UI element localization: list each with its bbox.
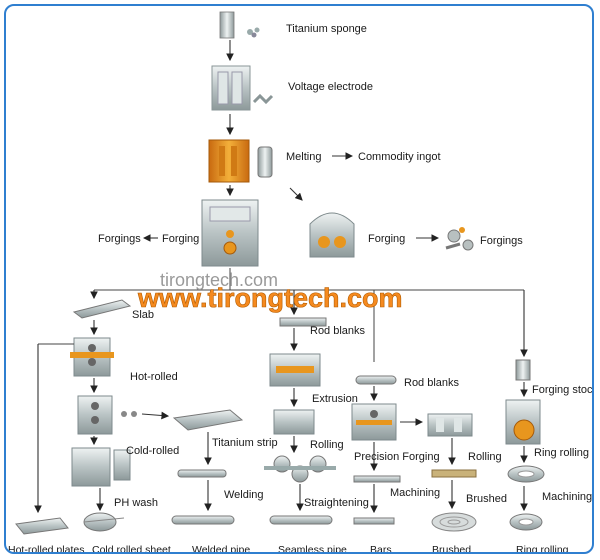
label-forgings-right: Forgings [480,235,523,247]
forging-press-icon [201,199,259,267]
watermark-grey: tirongtech.com [160,270,278,290]
label-straightening: Straightening [304,497,369,509]
label-welded-pipe: Welded pipe [192,544,250,554]
label-hot-rolled: Hot-rolled [130,371,178,383]
label-cold-rolled-sheet: Cold rolled sheet [92,544,171,554]
brushed-bar-icon [431,469,477,478]
diagram-frame: Titanium sponge Voltage electrode Meltin… [4,4,594,554]
bars-icon [353,517,395,525]
label-commodity-ingot: Commodity ingot [358,151,441,163]
label-voltage-electrode: Voltage electrode [288,81,373,93]
rod-blanks-top-icon [279,317,327,327]
label-rolling-mid: Rolling [310,439,344,451]
titanium-process-flow-diagram: Titanium sponge Voltage electrode Meltin… [8,11,594,554]
forgings-parts-icon [445,227,474,251]
rolling-mill-right-icon [427,413,473,437]
forging-machine-right-icon [309,212,355,258]
slab-icon [72,299,132,319]
label-precision-forging: Precision Forging [354,451,440,463]
titanium-sponge-icon [219,11,260,39]
label-brushed-product: Brushed [432,544,471,554]
label-forging-stock: Forging stock [532,384,594,396]
commodity-ingot-icon [257,146,273,178]
label-machining-mid: Machining [390,487,440,499]
label-rod-blanks-top: Rod blanks [310,325,366,337]
machined-ring-icon [507,465,545,483]
label-hot-rolled-plates: Hot-rolled plates [8,544,84,554]
label-seamless-pipe: Seamless pipe [278,544,347,554]
rod-blanks-mid-icon [355,375,397,385]
flow-connectors [34,40,528,514]
ring-product-icon [509,513,543,531]
titanium-strip-icon [172,409,244,431]
forging-stock-icon [515,359,531,381]
label-rolling-right: Rolling [468,451,502,463]
straightening-rollers-icon [264,455,336,483]
label-melting: Melting [286,151,321,163]
label-brushed-mid: Brushed [466,493,507,505]
label-titanium-sponge: Titanium sponge [286,23,367,35]
label-welding: Welding [224,489,264,501]
ring-rolling-machine-icon [505,399,541,445]
label-forging-left: Forging [162,233,199,245]
welded-pipe-icon [171,515,235,525]
label-ring-rolling-top: Ring rolling [534,447,589,459]
label-cold-rolled: Cold-rolled [126,445,179,457]
precision-forging-machine-icon [351,403,397,441]
label-rod-blanks-mid: Rod blanks [404,377,460,389]
ph-wash-tank-icon [71,447,131,487]
watermark-orange: www.tirongtech.com [137,283,403,313]
label-ph-wash: PH wash [114,497,158,509]
label-forging-right: Forging [368,233,405,245]
label-titanium-strip: Titanium strip [212,437,278,449]
label-slab: Slab [132,309,154,321]
hot-rolling-mill-icon [70,337,114,377]
cold-rolled-sheet-icon [83,512,125,532]
voltage-electrode-icon [211,65,274,111]
hot-rolled-plates-icon [15,517,69,535]
seamless-pipe-icon [269,515,333,525]
welding-pipe-icon [177,469,227,478]
label-extrusion: Extrusion [312,393,358,405]
rolling-mill-mid-icon [273,409,315,435]
melting-furnace-icon [208,139,250,183]
label-bars: Bars [370,544,392,554]
machining-bar-icon [353,475,401,483]
cold-rolling-mill-icon [77,395,137,435]
extrusion-press-icon [269,353,321,387]
label-ring-rolling-product: Ring rolling [516,544,569,554]
label-machining-right: Machining [542,491,592,503]
brushed-coil-icon [431,512,477,532]
label-forgings-left: Forgings [98,233,141,245]
